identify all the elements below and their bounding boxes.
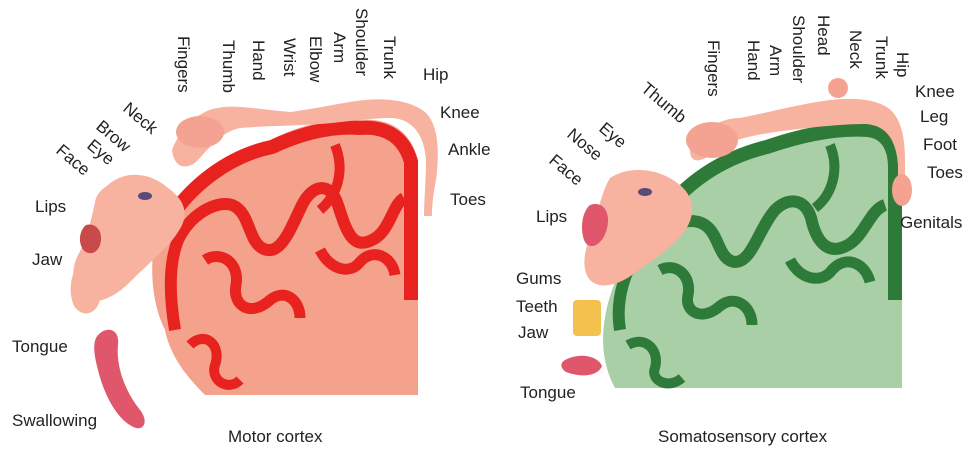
motor-label-ankle: Ankle xyxy=(448,140,491,159)
sensory-label-gums: Gums xyxy=(516,269,561,288)
sensory-homunculus-foot xyxy=(892,174,912,206)
motor-label-fingers: Fingers xyxy=(174,36,193,93)
sensory-label-genitals: Genitals xyxy=(900,213,962,232)
sensory-label-jaw: Jaw xyxy=(518,323,549,342)
sensory-label-head: Head xyxy=(814,15,833,56)
sensory-label-tongue: Tongue xyxy=(520,383,576,402)
sensory-label-leg: Leg xyxy=(920,107,948,126)
sensory-label-thumb: Thumb xyxy=(637,79,690,128)
motor-label-shoulder: Shoulder xyxy=(352,8,371,76)
motor-label-trunk: Trunk xyxy=(380,36,399,79)
sensory-label-lips: Lips xyxy=(536,207,567,226)
sensory-homunculus-hand xyxy=(686,122,738,158)
motor-cortex-caption: Motor cortex xyxy=(228,427,323,446)
sensory-homunculus-tongue xyxy=(561,356,602,376)
sensory-homunculus-teeth xyxy=(573,300,601,336)
motor-label-hip: Hip xyxy=(423,65,449,84)
motor-label-jaw: Jaw xyxy=(32,250,63,269)
sensory-label-teeth: Teeth xyxy=(516,297,558,316)
sensory-label-knee: Knee xyxy=(915,82,955,101)
motor-label-toes: Toes xyxy=(450,190,486,209)
motor-label-elbow: Elbow xyxy=(306,36,325,83)
motor-homunculus-tongue xyxy=(94,330,144,428)
sensory-label-arm: Arm xyxy=(766,45,785,76)
sensory-cortex-caption: Somatosensory cortex xyxy=(658,427,828,446)
sensory-label-fingers: Fingers xyxy=(704,40,723,97)
sensory-label-face: Face xyxy=(545,151,586,190)
sensory-label-toes: Toes xyxy=(927,163,963,182)
motor-label-thumb: Thumb xyxy=(219,40,238,93)
motor-homunculus-mouth xyxy=(80,224,101,253)
motor-label-arm: Arm xyxy=(330,32,349,63)
motor-label-tongue: Tongue xyxy=(12,337,68,356)
motor-label-neck: Neck xyxy=(119,99,161,139)
sensory-homunculus-eye xyxy=(638,188,652,196)
motor-label-lips: Lips xyxy=(35,197,66,216)
sensory-label-trunk: Trunk xyxy=(872,36,891,79)
motor-label-knee: Knee xyxy=(440,103,480,122)
sensory-label-shoulder: Shoulder xyxy=(789,15,808,83)
motor-label-swallowing: Swallowing xyxy=(12,411,97,430)
sensory-label-hip: Hip xyxy=(893,52,912,78)
motor-label-wrist: Wrist xyxy=(280,38,299,77)
motor-homunculus-hand xyxy=(176,116,224,148)
motor-label-hand: Hand xyxy=(249,40,268,81)
sensory-homunculus-head-small xyxy=(828,78,848,98)
sensory-label-neck: Neck xyxy=(846,30,865,69)
sensory-label-hand: Hand xyxy=(744,40,763,81)
sensory-label-foot: Foot xyxy=(923,135,957,154)
motor-homunculus-eye xyxy=(138,192,152,200)
